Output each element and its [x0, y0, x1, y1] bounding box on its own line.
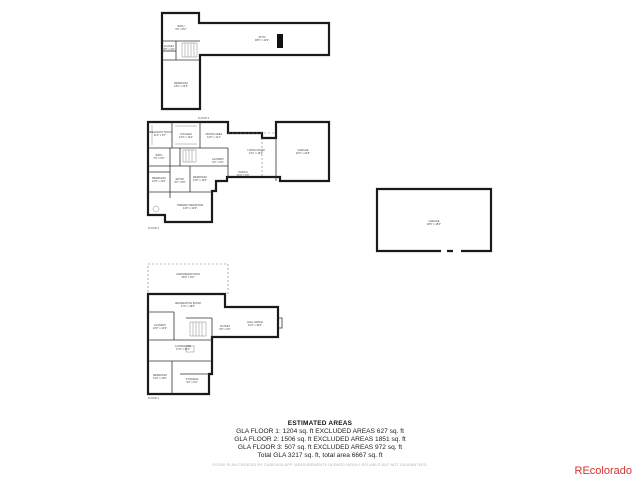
- chimney-icon: [277, 34, 283, 48]
- room-label: LIVING ROOM: [247, 148, 264, 152]
- estimated-areas: ESTIMATED AREAS GLA FLOOR 1: 1204 sq. ft…: [0, 420, 640, 460]
- room-label: BATH: [156, 153, 163, 157]
- room-label: ATTIC: [258, 35, 265, 39]
- room-label: ENTRY: [176, 177, 185, 181]
- room-size: 17'0" x 14'0": [176, 347, 190, 351]
- room-label: BEDROOM: [152, 176, 165, 180]
- garage-plan: GARAGE 28'0" x 18'0": [375, 187, 493, 253]
- total-gla-line: Total GLA 3217 sq. ft, total area 6667 s…: [257, 452, 383, 459]
- room-size: 13'0" x 14'2": [179, 135, 193, 139]
- room-size: 30'0" x 5'0": [237, 173, 250, 177]
- room-size: 20'0" x 24'6": [296, 151, 310, 155]
- room-label: CLUBHOUSE: [175, 344, 191, 348]
- gla-floor-1-line: GLA FLOOR 1: 1204 sq. ft EXCLUDED AREAS …: [236, 428, 404, 435]
- room-size: 13'0" x 10'0": [193, 178, 207, 182]
- room-label: BEDROOM: [193, 175, 206, 179]
- room-label: DINING AREA: [206, 132, 223, 136]
- room-size: 14'0" x 13'0": [183, 206, 197, 210]
- floor-label: FLOOR 3: [198, 116, 210, 120]
- room-size: 7'0" x 5'0": [153, 156, 164, 160]
- room-label: GARAGE: [428, 219, 439, 223]
- room-label: STORAGE: [186, 377, 199, 381]
- room-size: 12'0" x 10'0": [248, 323, 262, 327]
- room-size: 17'0" x 18'5": [181, 304, 195, 308]
- room-label: UNFINISHED PATIO: [176, 272, 200, 276]
- floor-label: FLOOR 1: [148, 396, 160, 400]
- gla-floor-3-line: GLA FLOOR 3: 507 sq. ft EXCLUDED AREAS 9…: [237, 444, 403, 451]
- room-label: BEDROOM: [174, 81, 187, 85]
- room-size: 13'0" x 13'3": [174, 84, 188, 88]
- estimated-areas-title: ESTIMATED AREAS: [287, 420, 353, 427]
- room-label: BEDROOM: [153, 373, 166, 377]
- room-label: PRIMARY BEDROOM: [177, 203, 203, 207]
- room-size: 11'0" x 11'0": [153, 376, 167, 380]
- room-size: 3'0" x 4'0": [163, 47, 174, 51]
- room-label: LAUNDRY: [212, 157, 225, 161]
- room-size: 30'0" x 9'0": [182, 275, 195, 279]
- room-size: 5'0" x 8'0": [174, 180, 185, 184]
- floor-3-plan: BATH 5'0" x 8'2" ATTIC 38'0" x 13'3" CLO…: [160, 11, 331, 120]
- room-size: 12'0" x 11'1": [207, 135, 221, 139]
- room-label: BATH: [178, 24, 185, 28]
- floor-plan-drawing: BATH 5'0" x 8'2" ATTIC 38'0" x 13'3" CLO…: [146, 11, 493, 400]
- room-label: CLOSET: [220, 324, 231, 328]
- room-size: 5'0" x 3'0": [219, 327, 230, 331]
- room-size: 38'0" x 13'3": [255, 38, 269, 42]
- gla-floor-2-line: GLA FLOOR 2: 1506 sq. ft EXCLUDED AREAS …: [234, 436, 406, 443]
- room-label: CLOSET: [164, 44, 175, 48]
- room-size: 9'0" x 6'0": [186, 380, 197, 384]
- room-size: 12'0" x 11'0": [152, 179, 166, 183]
- room-size: 10'0" x 12'3": [153, 326, 167, 330]
- floor-2-plan: BREAKFAST NOOK 11'0" x 8'7" KITCHEN 13'0…: [146, 120, 331, 230]
- room-label: HALL SPACE: [247, 320, 263, 324]
- room-size: 5'0" x 8'2": [175, 27, 186, 31]
- room-label: RECREATION ROOM: [175, 301, 201, 305]
- room-size: 28'0" x 18'0": [427, 222, 441, 226]
- room-size: 11'0" x 8'7": [154, 133, 167, 137]
- room-label: PORCH: [238, 170, 247, 174]
- room-size: 13'1" x 19'2": [249, 151, 263, 155]
- room-label: GARAGE: [297, 148, 308, 152]
- disclaimer-text: FLOOR PLAN CREATED BY CUBICASA APP. MEAS…: [212, 463, 428, 467]
- floor-1-plan: UNFINISHED PATIO 30'0" x 9'0" RECREATION…: [146, 263, 283, 400]
- room-size: 6'0" x 6'0": [212, 160, 223, 164]
- floor-label: FLOOR 2: [148, 226, 160, 230]
- room-label: KITCHEN: [180, 132, 192, 136]
- brand-watermark: REcolorado: [574, 465, 632, 477]
- room-label: LAUNDRY: [154, 323, 167, 327]
- room-label: BREAKFAST NOOK: [148, 130, 172, 134]
